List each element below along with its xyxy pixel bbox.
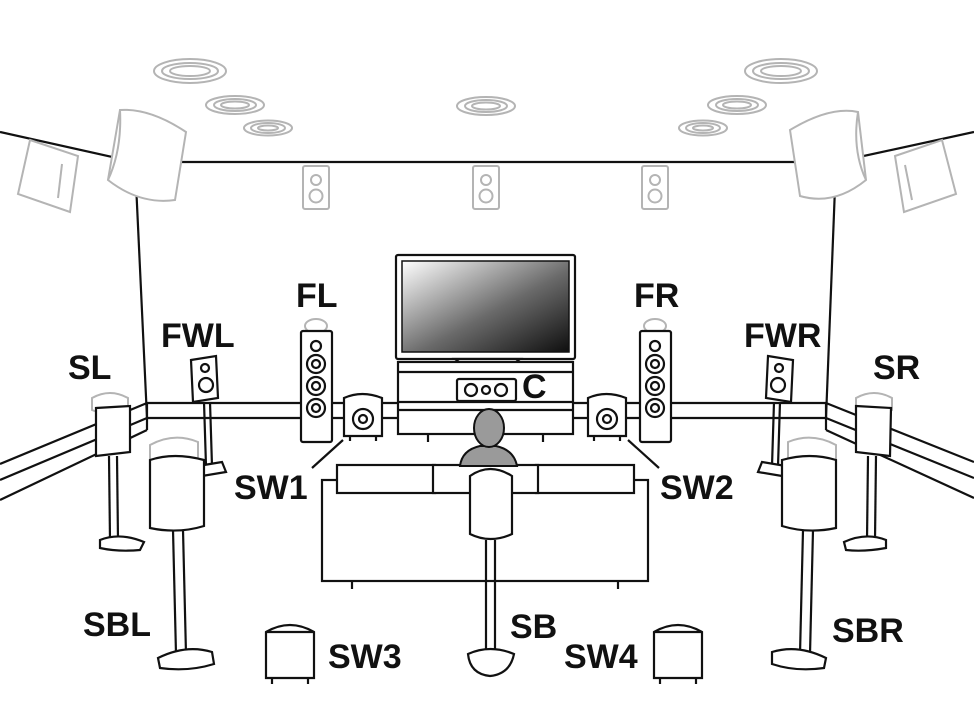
subwoofer-3 [264, 623, 316, 684]
label-sr: SR [873, 349, 920, 387]
label-sw3: SW3 [328, 638, 402, 676]
label-fwr: FWR [744, 317, 821, 355]
label-sl: SL [68, 349, 111, 387]
ceiling-speakers [153, 58, 818, 137]
subwoofer-2 [586, 392, 628, 441]
label-fr: FR [634, 277, 679, 315]
label-sb: SB [510, 608, 557, 646]
label-sw4: SW4 [564, 638, 638, 676]
label-fl: FL [296, 277, 338, 315]
label-fwl: FWL [161, 317, 235, 355]
surround-back-right-speaker [770, 436, 838, 671]
surround-right-speaker [842, 392, 893, 552]
label-sw2: SW2 [660, 469, 734, 507]
front-wide-left-speaker [189, 354, 228, 478]
surround-back-left-speaker [148, 436, 216, 671]
upper-corner-speakers [16, 108, 958, 214]
subwoofer-1 [342, 392, 384, 441]
label-sw1: SW1 [234, 469, 308, 507]
label-sbr: SBR [832, 612, 904, 650]
front-right-speaker [638, 318, 673, 444]
sw1-leader-line [311, 439, 344, 469]
front-wide-right-speaker [756, 354, 795, 478]
television [394, 253, 577, 367]
sw2-leader-line [627, 439, 660, 469]
surround-left-speaker [91, 392, 146, 552]
surround-back-speaker [466, 467, 516, 678]
listener-person [458, 408, 519, 467]
center-speaker [455, 377, 518, 403]
subwoofer-4 [652, 623, 704, 684]
front-left-speaker [299, 318, 334, 444]
label-c: C [522, 368, 547, 406]
label-sbl: SBL [83, 606, 151, 644]
